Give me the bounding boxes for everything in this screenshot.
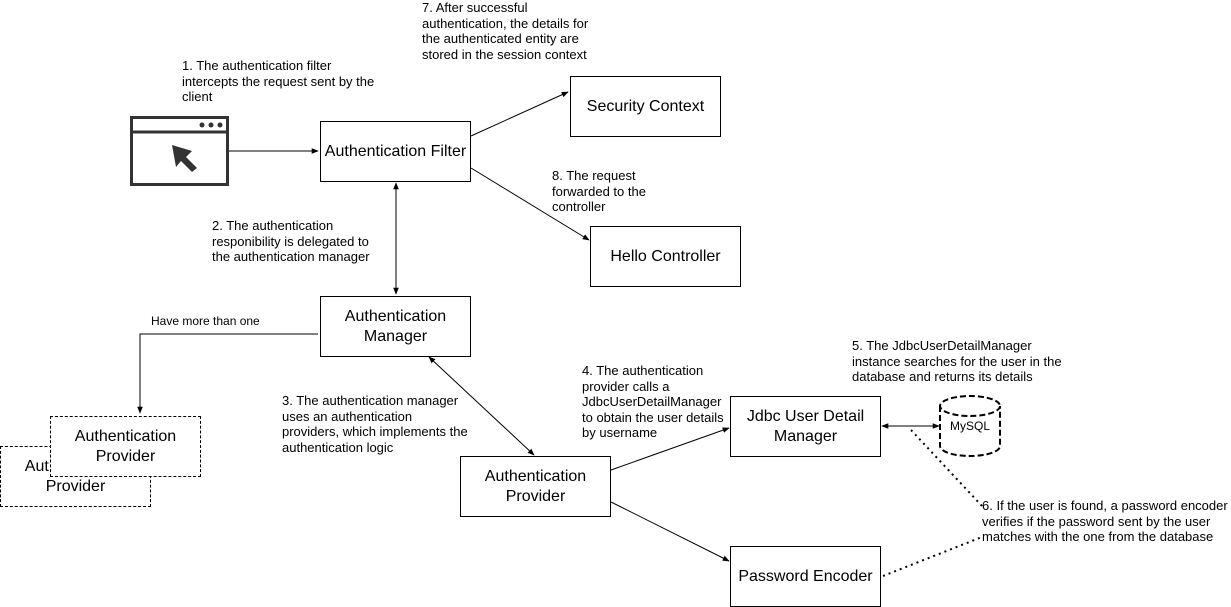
- database-cylinder-icon: [939, 395, 1001, 457]
- database-label: MySQL: [949, 419, 990, 433]
- note-step-8: 8. The request forwarded to the controll…: [552, 168, 646, 214]
- connector-manager-provider: [428, 356, 535, 456]
- authentication-provider-stack-front[interactable]: Authentication Provider: [50, 416, 201, 477]
- jdbc-user-detail-manager-box[interactable]: Jdbc User Detail Manager: [730, 396, 881, 457]
- authentication-manager-box[interactable]: Authentication Manager: [320, 296, 471, 357]
- note-step-1: 1. The authentication filter intercepts …: [182, 58, 375, 104]
- dotted-connector-encoder-to-note6: [882, 536, 983, 577]
- note-step-6: 6. If the user is found, a password enco…: [982, 498, 1228, 544]
- connector-provider-to-encoder: [610, 501, 730, 562]
- note-step-3: 3. The authentication manager uses an au…: [282, 393, 468, 455]
- connector-filter-to-hello-controller: [470, 167, 590, 241]
- connector-provider-to-jdbc: [610, 427, 730, 471]
- note-have-more-than-one: Have more than one: [151, 314, 260, 328]
- authentication-filter-box[interactable]: Authentication Filter: [320, 121, 471, 182]
- security-context-box[interactable]: Security Context: [570, 76, 721, 137]
- connector-manager-to-provider-stack: [137, 333, 318, 414]
- note-step-7: 7. After successful authentication, the …: [422, 0, 589, 62]
- authentication-provider-box[interactable]: Authentication Provider: [460, 456, 611, 517]
- note-step-5: 5. The JdbcUserDetailManager instance se…: [852, 338, 1062, 384]
- connector-filter-to-security-context: [470, 91, 569, 137]
- hello-controller-box[interactable]: Hello Controller: [590, 226, 741, 287]
- password-encoder-box[interactable]: Password Encoder: [730, 546, 881, 607]
- note-step-2: 2. The authentication responibility is d…: [212, 218, 370, 264]
- browser-window-cursor-icon: [130, 116, 229, 186]
- note-step-4: 4. The authentication provider calls a J…: [582, 363, 724, 440]
